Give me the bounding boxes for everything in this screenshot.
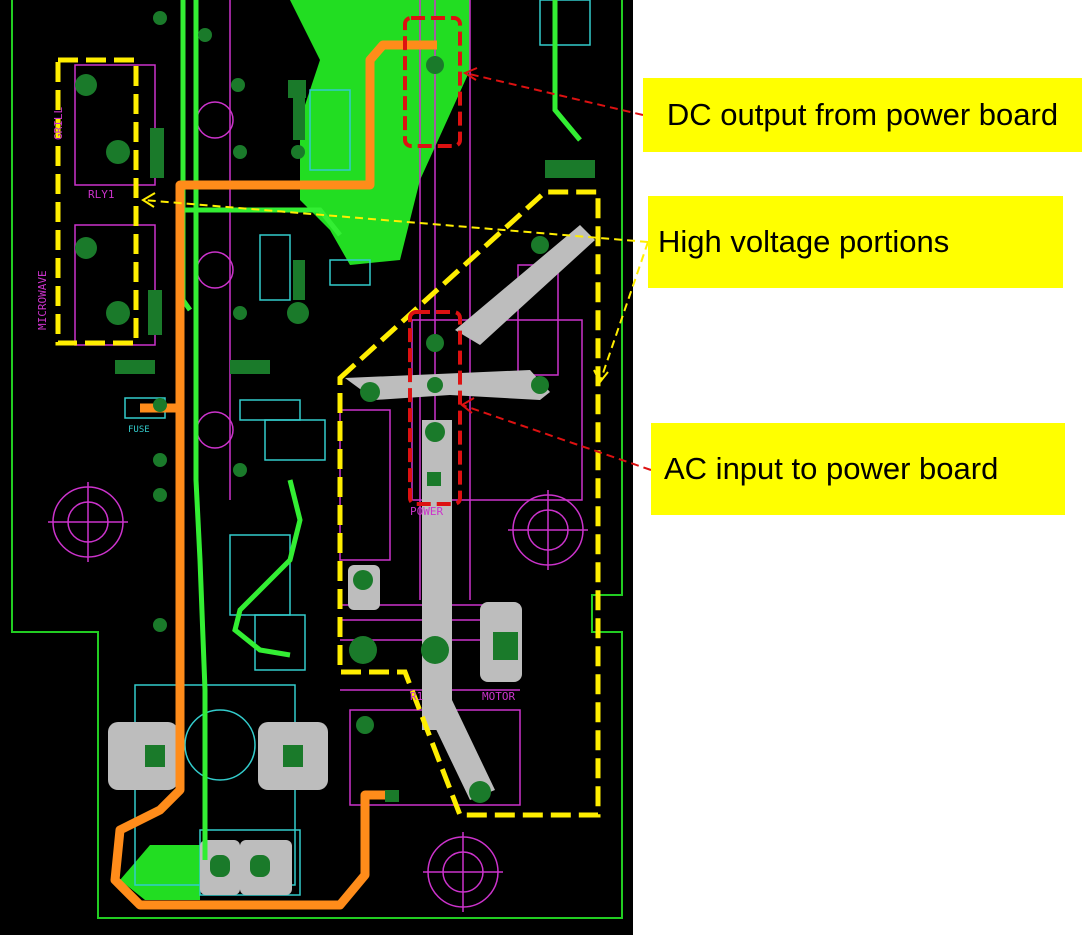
label-rly1: RLY1	[88, 188, 115, 201]
callout-leaders	[461, 72, 652, 471]
highlight-io-regions	[403, 16, 462, 506]
label-fuse: FUSE	[128, 425, 150, 435]
callout-dc-output: DC output from power board	[643, 78, 1082, 152]
copper-pour-group	[120, 0, 470, 900]
label-microwave: MICROWAVE	[36, 270, 49, 330]
callout-high-voltage: High voltage portions	[648, 196, 1063, 288]
callout-leaders-hv	[142, 199, 649, 383]
callout-ac-input-text: AC input to power board	[664, 451, 999, 486]
callout-high-voltage-text: High voltage portions	[658, 224, 950, 259]
mounting-hole-crosshairs	[48, 482, 588, 912]
copper-pads	[75, 11, 595, 877]
label-motor: MOTOR	[482, 690, 515, 703]
label-grill: GRILL	[52, 107, 65, 140]
highlight-high-voltage	[55, 57, 601, 818]
callout-ac-input: AC input to power board	[651, 423, 1065, 515]
label-power: POWER	[410, 505, 443, 518]
silkscreen-labels: GRILL RLY1 MICROWAVE POWER MOTOR R1 FUSE	[36, 107, 515, 703]
board-outline	[11, 0, 623, 919]
callout-dc-output-text: DC output from power board	[666, 97, 1059, 132]
label-r1: R1	[410, 690, 423, 703]
arrow-heads	[141, 67, 609, 414]
